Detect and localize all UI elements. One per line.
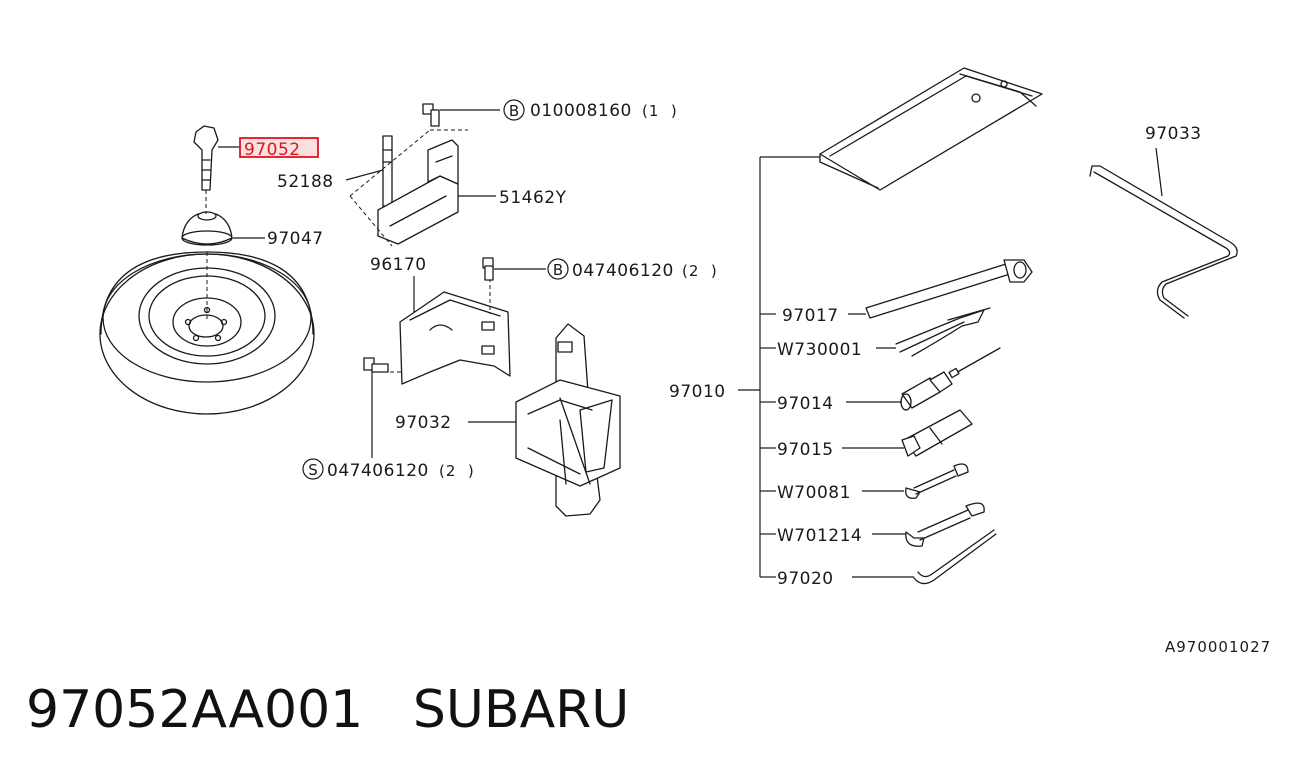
callout-w730001[interactable]: W730001: [777, 340, 862, 360]
part-number: 97052AA001: [26, 680, 364, 740]
bolt-s1-drawing: [363, 357, 389, 458]
bracket-51462y-drawing: [345, 129, 496, 247]
spacer-cone-drawing: [181, 211, 265, 246]
tool-kit-bracket: [738, 156, 820, 578]
fastener-s1-code: 047406120: [327, 461, 429, 481]
callout-97047[interactable]: 97047: [267, 229, 324, 249]
wheel-wrench-drawing: [848, 259, 1033, 319]
socket-97015-drawing: [842, 409, 973, 457]
callout-97020[interactable]: 97020: [777, 569, 834, 589]
scissor-jack-drawing: [468, 323, 621, 517]
bracket-96170-drawing: [390, 276, 511, 385]
fastener-s1-symbol: S: [308, 461, 318, 479]
callout-51462y[interactable]: 51462Y: [499, 188, 567, 208]
callout-52188[interactable]: 52188: [277, 172, 334, 192]
tool-bag-drawing: [819, 67, 1043, 191]
fastener-b2-qty: (2 ): [682, 262, 718, 280]
diagram-code: A970001027: [1165, 638, 1271, 656]
fastener-b1-qty: (1 ): [642, 102, 678, 120]
callout-97014[interactable]: 97014: [777, 394, 834, 414]
hook-bolt-drawing: [193, 125, 240, 214]
spanner-w701214-drawing: [872, 502, 985, 547]
callout-97032[interactable]: 97032: [395, 413, 452, 433]
callout-97052[interactable]: 97052: [244, 140, 301, 160]
spare-tire-drawing: [99, 251, 315, 415]
callout-97017[interactable]: 97017: [782, 306, 839, 326]
lever-97020-drawing: [852, 529, 997, 585]
fastener-b2-code: 047406120: [572, 261, 674, 281]
brand-name: SUBARU: [412, 680, 630, 740]
fastener-b1-callout[interactable]: B 010008160 (1 ): [503, 99, 678, 121]
highlight-box: [239, 137, 319, 158]
spanner-w70081-drawing: [862, 463, 969, 499]
callout-97010[interactable]: 97010: [669, 382, 726, 402]
callout-97015[interactable]: 97015: [777, 440, 834, 460]
fastener-b2-callout[interactable]: B 047406120 (2 ): [547, 258, 718, 281]
jack-handle-drawing: [1089, 147, 1238, 319]
screwdriver-drawing: [948, 347, 1001, 379]
fastener-s1-callout[interactable]: S 047406120 (2 ): [302, 458, 475, 481]
fastener-b1-symbol: B: [509, 102, 519, 120]
bolt-b1-drawing: [422, 103, 500, 127]
callout-w701214[interactable]: W701214: [777, 526, 862, 546]
driver-97014-drawing: [846, 371, 953, 411]
bolt-b2-drawing: [482, 257, 546, 281]
fastener-b2-symbol: B: [553, 261, 563, 279]
fastener-b1-code: 010008160: [530, 101, 632, 121]
pliers-drawing: [876, 307, 991, 357]
callout-96170[interactable]: 96170: [370, 255, 427, 275]
callout-w70081[interactable]: W70081: [777, 483, 851, 503]
fastener-s1-qty: (2 ): [439, 462, 475, 480]
callout-97033[interactable]: 97033: [1145, 124, 1202, 144]
part-title: 97052AA001 SUBARU: [26, 680, 629, 740]
